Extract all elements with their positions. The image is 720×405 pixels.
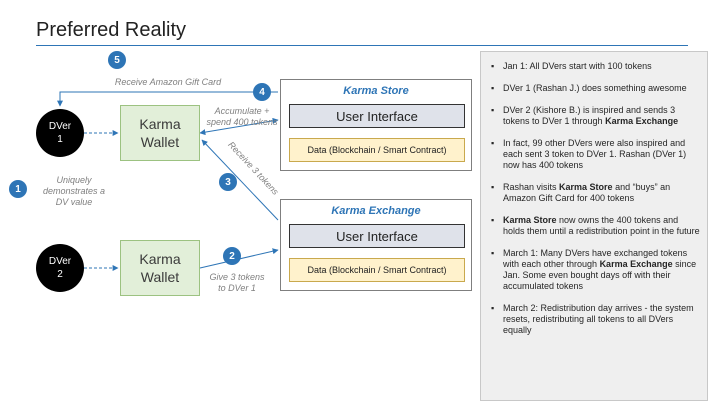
timeline-text: In fact, 99 other DVers were also inspir… <box>503 138 687 170</box>
karma-exchange-data-box: Data (Blockchain / Smart Contract) <box>289 258 465 282</box>
karma-store-data-box: Data (Blockchain / Smart Contract) <box>289 138 465 162</box>
karma-exchange-ui-box: User Interface <box>289 224 465 248</box>
step-2-badge: 2 <box>223 247 241 265</box>
timeline-panel: Jan 1: All DVers start with 100 tokensDV… <box>480 51 708 401</box>
karma-store-title: Karma Store <box>343 85 409 97</box>
timeline-text: DVer 1 (Rashan J.) does something awesom… <box>503 83 687 93</box>
step-4-note-line: Accumulate + <box>214 106 270 116</box>
timeline-text: and “buys” an Amazon Gift Card for 400 t… <box>503 182 671 203</box>
store-dver1-connector <box>57 91 278 107</box>
timeline-text: March 2: Redistribution day arrives - th… <box>503 303 694 335</box>
timeline-item: DVer 2 (Kishore B.) is inspired and send… <box>491 105 701 127</box>
timeline-text: Jan 1: All DVers start with 100 tokens <box>503 61 652 71</box>
step-2-note-line: Give 3 tokens <box>209 272 265 282</box>
timeline-list: Jan 1: All DVers start with 100 tokensDV… <box>481 52 707 336</box>
karma-wallet-1-line2: Wallet <box>140 134 180 150</box>
timeline-item: Jan 1: All DVers start with 100 tokens <box>491 61 701 72</box>
timeline-emphasis: Karma Store <box>503 215 557 225</box>
dver-2-node: DVer 2 <box>36 244 84 292</box>
exchange-wallet1-connector <box>201 139 279 221</box>
step-5-note: Receive Amazon Gift Card <box>98 77 238 88</box>
dver-1-node: DVer 1 <box>36 109 84 157</box>
step-5-note-line: Receive Amazon Gift Card <box>114 77 222 87</box>
step-3-badge: 3 <box>219 173 237 191</box>
step-1-note-line: demonstrates a <box>42 186 106 196</box>
timeline-item: March 1: Many DVers have exchanged token… <box>491 248 701 292</box>
timeline-text: now owns the 400 tokens and holds them u… <box>503 215 700 236</box>
step-5-badge: 5 <box>108 51 126 69</box>
timeline-text: since Jan. Some even bought days off wit… <box>503 259 697 291</box>
timeline-emphasis: Karma Exchange <box>599 259 673 269</box>
timeline-text: March 1: Many DVers have exchanged token… <box>503 248 688 269</box>
karma-store-panel: Karma Store User Interface Data (Blockch… <box>280 79 472 171</box>
page-title: Preferred Reality <box>36 19 187 41</box>
step-1-note: Uniquely demonstrates a DV value <box>32 175 116 208</box>
karma-wallet-2: Karma Wallet <box>120 240 200 296</box>
timeline-text: Rashan visits <box>503 182 560 192</box>
karma-wallet-2-line1: Karma <box>139 251 181 267</box>
timeline-item: In fact, 99 other DVers were also inspir… <box>491 138 701 171</box>
timeline-item: Rashan visits Karma Store and “buys” an … <box>491 182 701 204</box>
step-4-note-line: spend 400 tokens <box>206 117 278 127</box>
step-1-note-line: Uniquely <box>56 175 92 185</box>
title-divider <box>36 45 688 46</box>
timeline-item: Karma Store now owns the 400 tokens and … <box>491 215 701 237</box>
timeline-emphasis: Karma Exchange <box>605 116 679 126</box>
karma-store-ui-box: User Interface <box>289 104 465 128</box>
step-1-note-line: DV value <box>55 197 93 207</box>
step-4-note: Accumulate + spend 400 tokens <box>200 106 284 128</box>
timeline-item: DVer 1 (Rashan J.) does something awesom… <box>491 83 701 94</box>
dver-1-number: 1 <box>57 134 63 145</box>
dver-2-label: DVer <box>48 256 72 267</box>
step-2-note-line: to DVer 1 <box>218 283 256 293</box>
karma-exchange-title: Karma Exchange <box>331 205 421 217</box>
step-1-badge: 1 <box>9 180 27 198</box>
karma-exchange-panel: Karma Exchange User Interface Data (Bloc… <box>280 199 472 291</box>
timeline-emphasis: Karma Store <box>559 182 613 192</box>
karma-wallet-1-line1: Karma <box>139 116 181 132</box>
karma-wallet-2-line2: Wallet <box>140 269 180 285</box>
dver-1-label: DVer <box>48 121 72 132</box>
step-4-badge: 4 <box>253 83 271 101</box>
timeline-item: March 2: Redistribution day arrives - th… <box>491 303 701 336</box>
wallet1-store-connector <box>199 117 279 136</box>
step-2-note: Give 3 tokens to DVer 1 <box>201 272 273 294</box>
timeline-text: DVer 2 (Kishore B.) is inspired and send… <box>503 105 676 126</box>
dver-2-number: 2 <box>57 269 63 280</box>
karma-wallet-1: Karma Wallet <box>120 105 200 161</box>
